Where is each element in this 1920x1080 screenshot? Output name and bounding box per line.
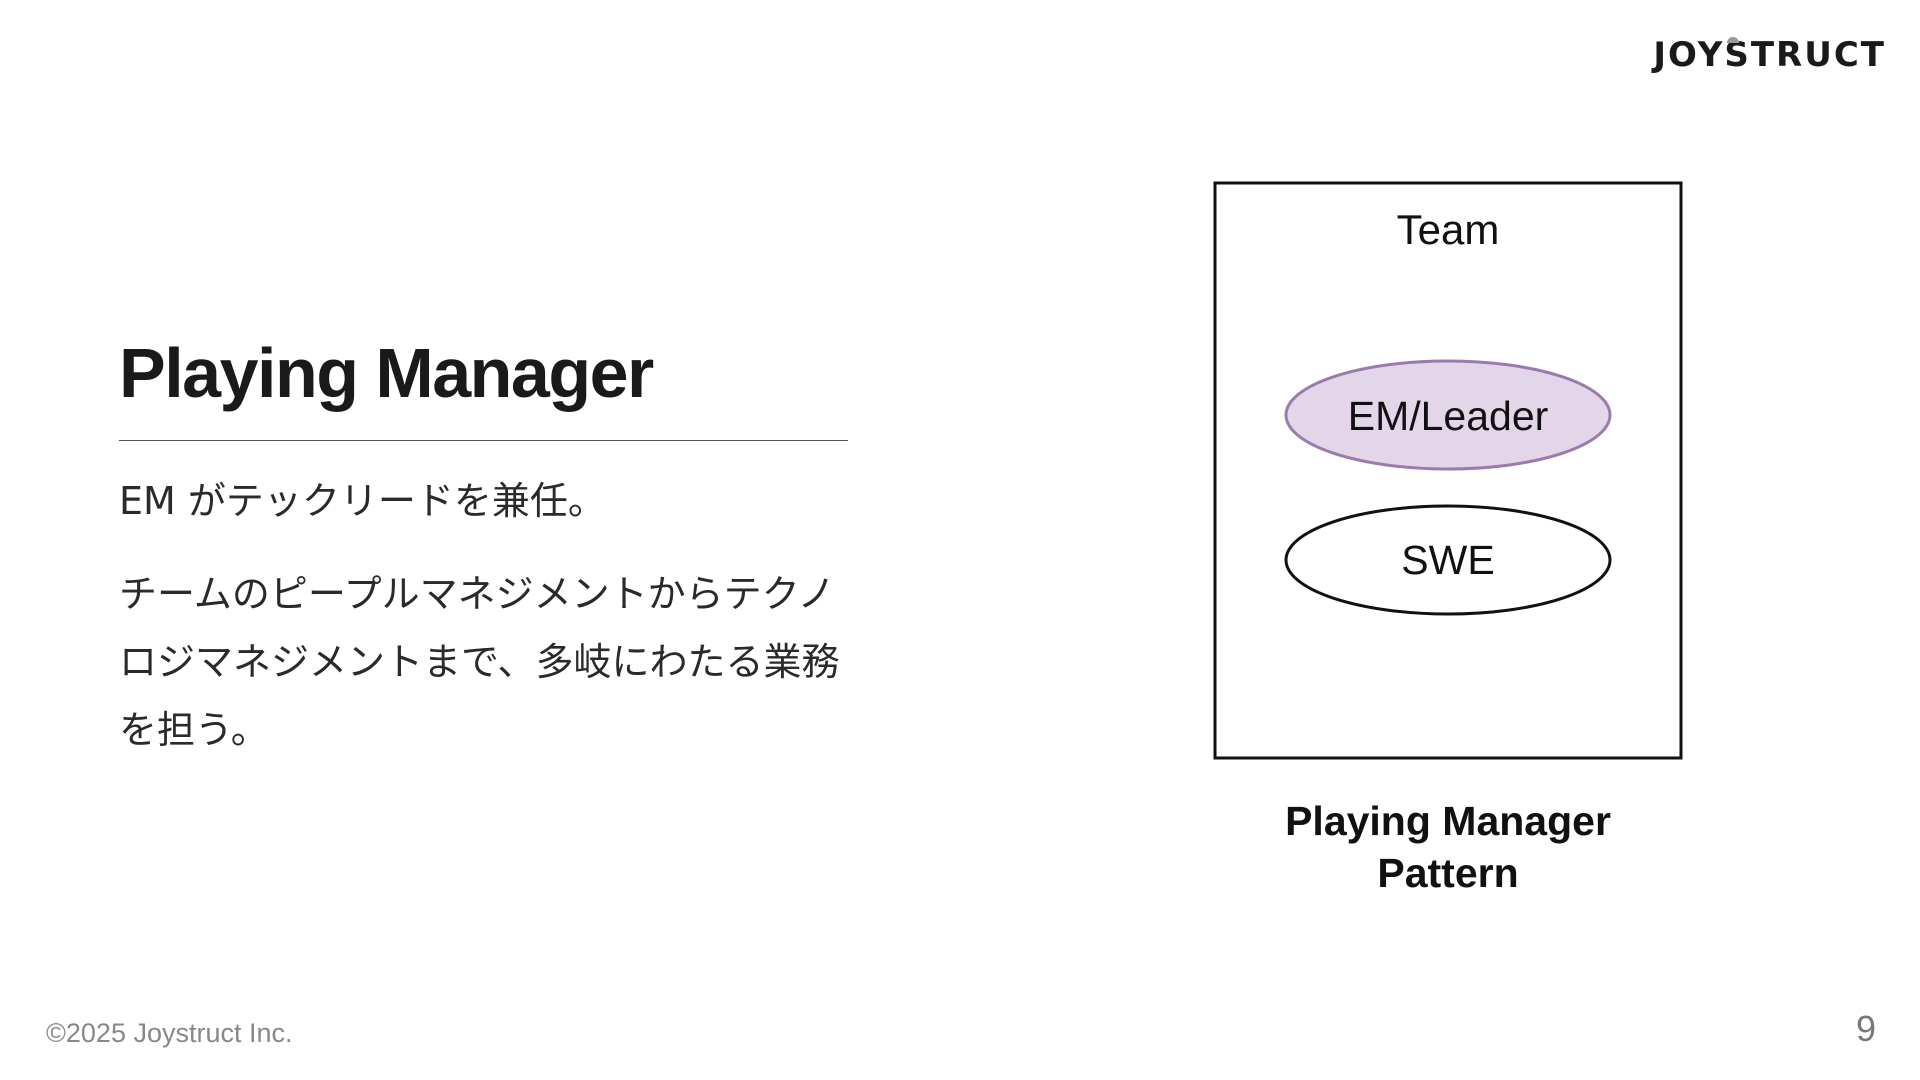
leader-ellipse (1284, 359, 1612, 471)
team-structure-diagram: Team EM/Leader SWE (1213, 181, 1683, 760)
copyright-text: ©2025 Joystruct Inc. (46, 1018, 293, 1048)
team-label: Team (1397, 206, 1500, 253)
member-ellipse (1284, 504, 1612, 616)
page-number: 9 (1855, 1008, 1876, 1049)
logo-text-suffix: TRUCT (1750, 35, 1886, 75)
joystruct-logo: JOYSTRUCT (1653, 38, 1886, 72)
diagram-caption: Playing Manager Pattern (1180, 795, 1716, 899)
title-divider (119, 440, 848, 441)
member-label: SWE (1401, 537, 1494, 583)
logo-text-prefix: JOY (1653, 35, 1725, 75)
slide-title: Playing Manager (119, 334, 654, 412)
body-paragraph-2: チームのピープルマネジメントからテクノロジマネジメントまで、多岐にわたる業務を担… (119, 572, 840, 752)
logo-text-accent: S (1724, 35, 1751, 75)
caption-line-1: Playing Manager (1285, 798, 1611, 844)
caption-line-2: Pattern (1377, 850, 1519, 896)
leader-label: EM/Leader (1348, 393, 1549, 439)
body-paragraph-1: EM がテックリードを兼任。 (119, 479, 606, 523)
